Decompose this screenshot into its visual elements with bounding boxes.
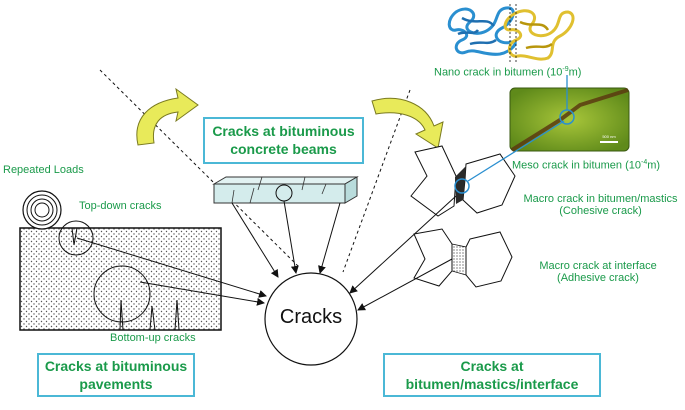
pavement-block <box>19 227 222 331</box>
top-down-crack-zoom <box>58 220 94 256</box>
adhesive-specimen <box>413 228 513 288</box>
interface-box: Cracks at bitumen/mastics/interface <box>383 353 601 397</box>
beam-specimen <box>212 176 359 204</box>
meso-micrograph: 500 nm <box>509 87 630 152</box>
top-down-cracks-label: Top-down cracks <box>79 200 162 212</box>
pavements-box-line1: Cracks at bituminous <box>44 358 188 374</box>
micrograph-scale-text: 500 nm <box>602 134 616 139</box>
beams-box: Cracks at bituminous concrete beams <box>203 117 364 164</box>
macro-adhesive-line2: (Adhesive crack) <box>557 272 639 284</box>
dashed-divider-right <box>342 89 411 273</box>
meso-crack-prefix: Meso crack in bitumen (10 <box>512 159 641 172</box>
curved-arrow-left-icon <box>136 87 199 146</box>
macro-cohesive-label: Macro crack in bitumen/mastics (Cohesive… <box>518 193 683 217</box>
curved-arrow-right-icon <box>371 97 444 149</box>
pavements-box: Cracks at bituminous pavements <box>37 353 195 397</box>
cracks-hub-label: Cracks <box>279 306 343 328</box>
repeated-loads-label: Repeated Loads <box>3 164 84 176</box>
pavements-box-line2: pavements <box>79 375 153 392</box>
nano-crack-suffix: m) <box>568 66 582 79</box>
wheel-icon <box>22 190 62 230</box>
beams-box-line2: concrete beams <box>230 140 337 157</box>
meso-crack-suffix: m) <box>647 159 661 172</box>
cracks-hub <box>264 272 358 366</box>
meso-crack-exponent: -4 <box>641 159 648 166</box>
macro-adhesive-label: Macro crack at interface (Adhesive crack… <box>518 260 678 284</box>
nano-molecule-image <box>447 4 575 62</box>
bottom-up-crack-zoom <box>93 265 151 323</box>
dashed-divider-left <box>99 69 301 269</box>
nano-crack-prefix: Nano crack in bitumen (10 <box>434 66 563 79</box>
zoom-connector-macro-to-meso <box>467 120 565 182</box>
macro-cohesive-line2: (Cohesive crack) <box>559 205 642 217</box>
interface-box-line2: bitumen/mastics/interface <box>405 375 579 392</box>
macro-adhesive-line1: Macro crack at interface <box>539 260 657 272</box>
cohesive-specimen <box>410 145 516 217</box>
nano-crack-label: Nano crack in bitumen (10-9m) <box>434 66 581 79</box>
nano-crack-exponent: -9 <box>562 66 569 73</box>
macro-cohesive-line1: Macro crack in bitumen/mastics <box>523 193 678 205</box>
bottom-up-cracks-label: Bottom-up cracks <box>110 332 196 344</box>
interface-box-line1: Cracks at <box>460 358 524 374</box>
hub-arrows <box>76 195 457 311</box>
beams-box-line1: Cracks at bituminous <box>212 123 355 139</box>
meso-crack-label: Meso crack in bitumen (10-4m) <box>512 159 660 172</box>
